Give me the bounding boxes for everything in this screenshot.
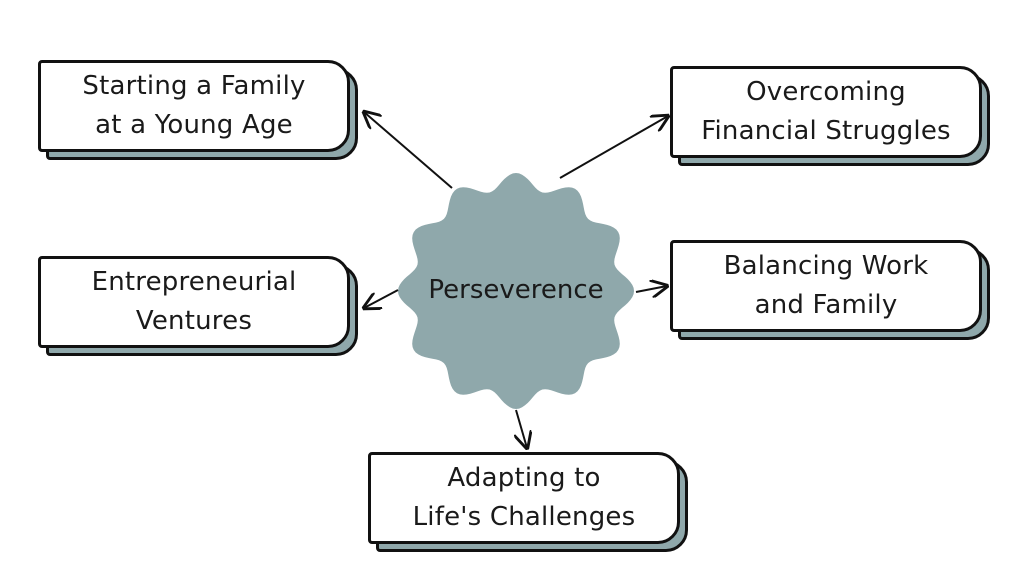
arrow-to-entrepreneurial	[364, 289, 399, 308]
node-box: Balancing Work and Family	[670, 240, 982, 332]
node-box: Starting a Family at a Young Age	[38, 60, 350, 152]
node-starting-family: Starting a Family at a Young Age	[38, 60, 358, 160]
arrow-to-balancing-work	[635, 286, 667, 292]
node-box: Adapting to Life's Challenges	[368, 452, 680, 544]
node-label: Balancing Work and Family	[723, 251, 929, 320]
node-balancing-work: Balancing Work and Family	[670, 240, 990, 340]
node-label: Overcoming Financial Struggles	[701, 77, 951, 146]
node-adapting-challenges: Adapting to Life's Challenges	[368, 452, 688, 552]
center-blob-shape	[398, 173, 634, 409]
node-box: Entrepreneurial Ventures	[38, 256, 350, 348]
center-topic-label: Perseverence	[428, 275, 604, 305]
arrow-to-starting-family	[364, 112, 453, 189]
node-financial-struggles: Overcoming Financial Struggles	[670, 66, 990, 166]
node-label: Entrepreneurial Ventures	[91, 267, 297, 336]
arrow-to-adapting	[516, 409, 527, 448]
node-label: Adapting to Life's Challenges	[412, 463, 636, 532]
node-label: Starting a Family at a Young Age	[82, 71, 306, 140]
arrow-to-financial-struggles	[559, 116, 668, 179]
node-entrepreneurial-ventures: Entrepreneurial Ventures	[38, 256, 358, 356]
node-box: Overcoming Financial Struggles	[670, 66, 982, 158]
